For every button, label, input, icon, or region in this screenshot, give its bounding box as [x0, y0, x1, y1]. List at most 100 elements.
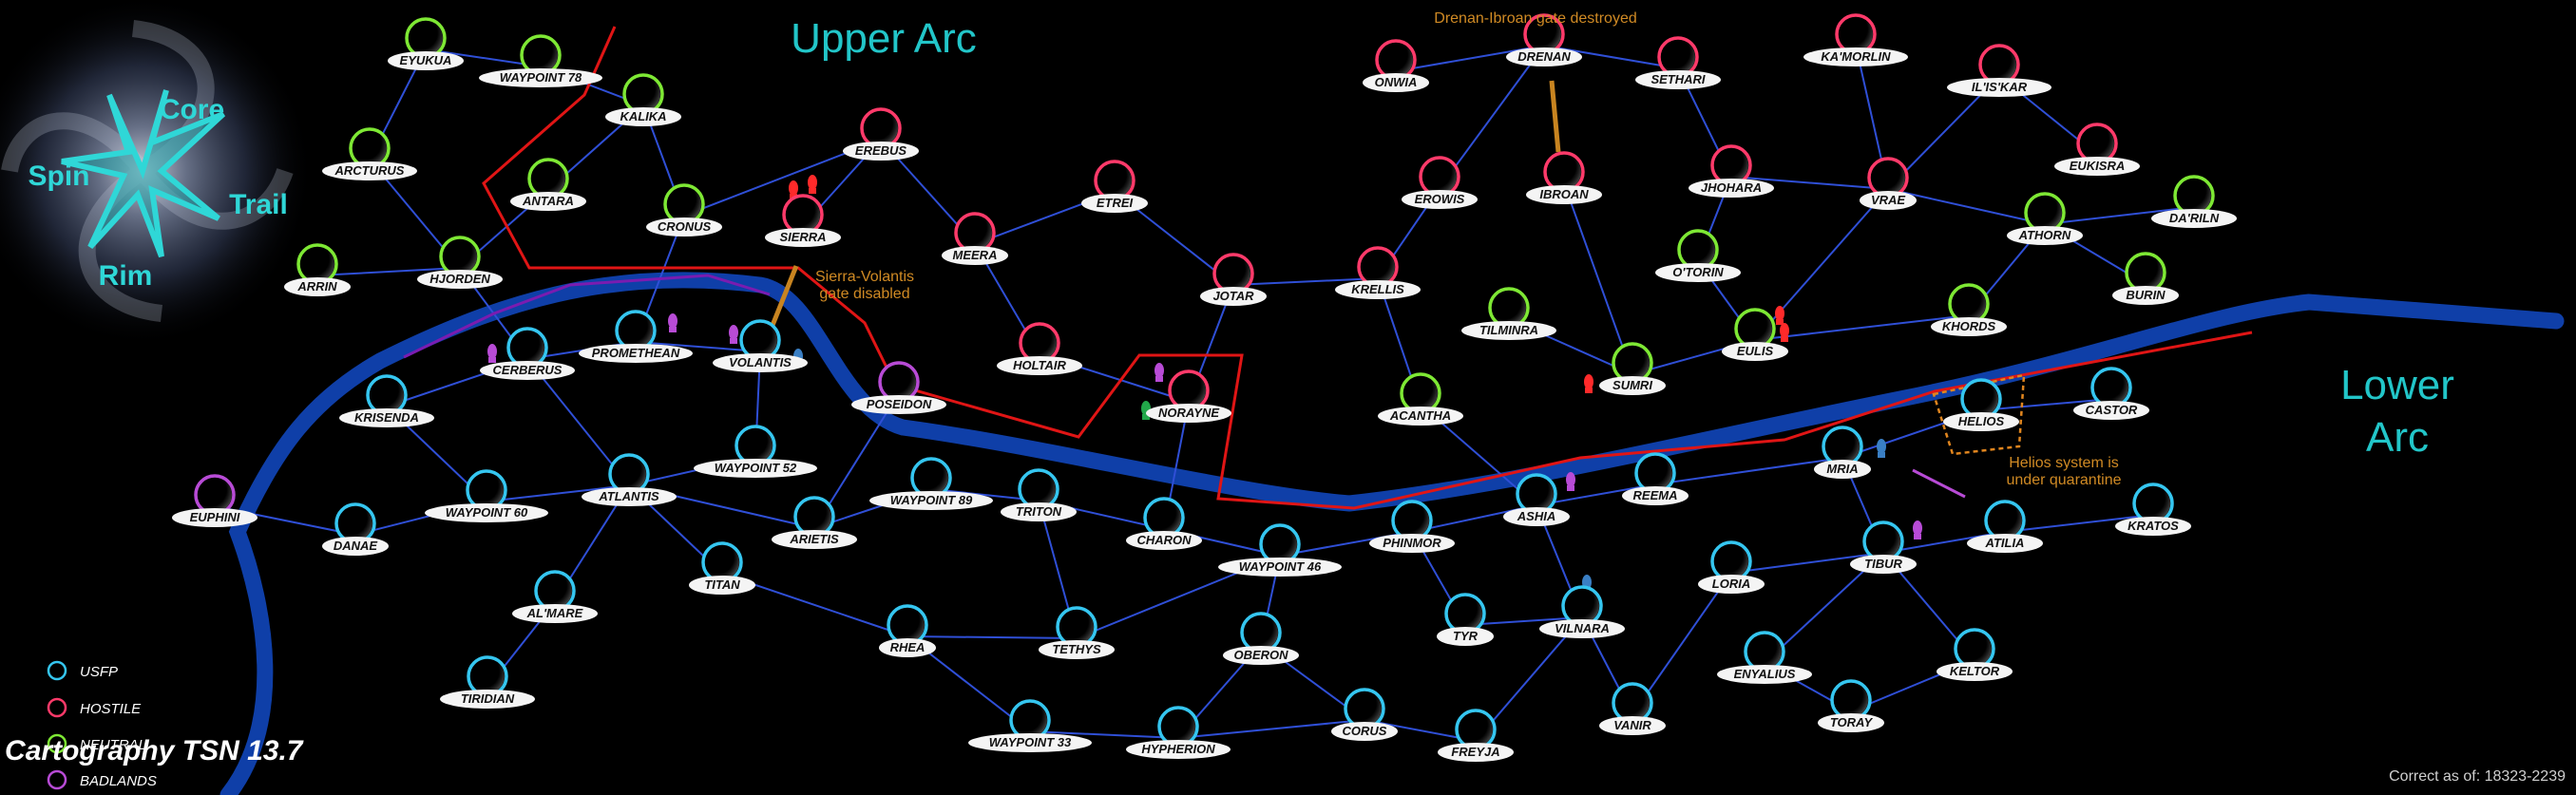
- system-waypoint-89[interactable]: WAYPOINT 89: [869, 457, 993, 510]
- system-corus[interactable]: CORUS: [1331, 688, 1398, 741]
- system-da-riln[interactable]: DA'RILN: [2151, 175, 2237, 228]
- hyperlane: [1654, 457, 1843, 485]
- system-il-is-kar[interactable]: IL'IS'KAR: [1947, 44, 2051, 97]
- system-arrin[interactable]: ARRIN: [284, 243, 351, 296]
- system-castor[interactable]: CASTOR: [2073, 367, 2149, 420]
- system-arcturus[interactable]: ARCTURUS: [322, 127, 417, 180]
- system-name: ATLANTIS: [598, 489, 659, 503]
- system-etrei[interactable]: ETREI: [1081, 160, 1148, 213]
- system-arietis[interactable]: ARIETIS: [772, 496, 857, 549]
- system-waypoint-46[interactable]: WAYPOINT 46: [1218, 523, 1342, 577]
- system-antara[interactable]: ANTARA: [510, 158, 586, 211]
- system-triton[interactable]: TRITON: [1001, 468, 1077, 521]
- system-meera[interactable]: MEERA: [942, 212, 1008, 265]
- system-name: WAYPOINT 78: [500, 70, 582, 85]
- system-name: TRITON: [1016, 504, 1062, 519]
- system-tibur[interactable]: TIBUR: [1850, 521, 1917, 574]
- system-eulis[interactable]: EULIS: [1722, 308, 1788, 361]
- system-name: CHARON: [1136, 533, 1192, 547]
- system-name: TORAY: [1830, 715, 1874, 729]
- system-hjorden[interactable]: HJORDEN: [417, 236, 503, 289]
- system-athorn[interactable]: ATHORN: [2007, 192, 2083, 245]
- system-hypherion[interactable]: HYPHERION: [1126, 706, 1231, 759]
- system-tyr[interactable]: TYR: [1437, 593, 1494, 646]
- system-label-plate: [284, 277, 351, 296]
- system-danae[interactable]: DANAE: [322, 502, 389, 556]
- system-kalika[interactable]: KALIKA: [605, 73, 681, 126]
- system-kratos[interactable]: KRATOS: [2115, 483, 2191, 536]
- system-krisenda[interactable]: KRISENDA: [339, 374, 434, 427]
- map-title: Stellar Cartography TSN 13.7: [0, 735, 304, 767]
- hyperlane: [1536, 483, 1656, 506]
- sierra-gate-note-line1: Sierra-Volantis: [815, 269, 914, 285]
- system-burin[interactable]: BURIN: [2112, 252, 2179, 305]
- system-al-mare[interactable]: AL'MARE: [512, 570, 598, 623]
- system-erowis[interactable]: EROWIS: [1402, 156, 1478, 209]
- system-poseidon[interactable]: POSEIDON: [851, 361, 946, 414]
- system-jhohara[interactable]: JHOHARA: [1689, 144, 1774, 198]
- system-cerberus[interactable]: CERBERUS: [480, 327, 575, 380]
- system-sumri[interactable]: SUMRI: [1599, 342, 1666, 395]
- system-cronus[interactable]: CRONUS: [646, 183, 722, 237]
- system-enyalius[interactable]: ENYALIUS: [1717, 631, 1812, 684]
- system-toray[interactable]: TORAY: [1818, 679, 1884, 732]
- system-label-plate: [1126, 531, 1202, 550]
- system-label-plate: [2073, 401, 2149, 420]
- system-ka-morlin[interactable]: KA'MORLIN: [1803, 13, 1908, 66]
- system-krellis[interactable]: KRELLIS: [1335, 246, 1421, 299]
- badlands-ship-icon: [1913, 521, 1922, 539]
- system-name: ATHORN: [2018, 228, 2071, 242]
- system-mria[interactable]: MRIA: [1814, 426, 1871, 479]
- system-titan[interactable]: TITAN: [689, 541, 755, 595]
- system-freyja[interactable]: FREYJA: [1438, 709, 1514, 762]
- system-keltor[interactable]: KELTOR: [1937, 628, 2013, 681]
- system-volantis[interactable]: VOLANTIS: [713, 319, 808, 372]
- system-ibroan[interactable]: IBROAN: [1526, 151, 1602, 204]
- system-erebus[interactable]: EREBUS: [843, 107, 919, 161]
- system-charon[interactable]: CHARON: [1126, 497, 1202, 550]
- system-waypoint-78[interactable]: WAYPOINT 78: [479, 34, 602, 87]
- system-name: VRAE: [1871, 193, 1905, 207]
- system-vanir[interactable]: VANIR: [1599, 682, 1666, 735]
- system-atlantis[interactable]: ATLANTIS: [582, 453, 677, 506]
- system-jotar[interactable]: JOTAR: [1200, 253, 1267, 306]
- system-promethean[interactable]: PROMETHEAN: [579, 310, 693, 363]
- system-sethari[interactable]: SETHARI: [1635, 36, 1721, 89]
- system-name: HYPHERION: [1141, 742, 1215, 756]
- system-waypoint-33[interactable]: WAYPOINT 33: [968, 699, 1092, 752]
- system-sierra[interactable]: SIERRA: [765, 194, 841, 247]
- system-o-torin[interactable]: O'TORIN: [1655, 229, 1741, 282]
- system-eukisra[interactable]: EUKISRA: [2054, 123, 2140, 176]
- system-rhea[interactable]: RHEA: [879, 604, 936, 657]
- system-oberon[interactable]: OBERON: [1223, 612, 1299, 665]
- system-helios[interactable]: HELIOS: [1943, 378, 2019, 431]
- system-tilminra[interactable]: TILMINRA: [1461, 287, 1556, 340]
- system-tiridian[interactable]: TIRIDIAN: [440, 655, 535, 709]
- system-drenan[interactable]: DRENAN: [1506, 13, 1582, 66]
- system-name: BURIN: [2126, 288, 2166, 302]
- system-label-plate: [417, 270, 503, 289]
- system-name: KELTOR: [1950, 664, 2000, 678]
- system-atilia[interactable]: ATILIA: [1967, 500, 2043, 553]
- system-phinmor[interactable]: PHINMOR: [1369, 500, 1455, 553]
- hyperlane: [635, 341, 761, 352]
- system-label-plate: [869, 491, 993, 510]
- system-waypoint-52[interactable]: WAYPOINT 52: [694, 425, 817, 478]
- system-onwia[interactable]: ONWIA: [1363, 39, 1429, 92]
- system-ashia[interactable]: ASHIA: [1503, 473, 1570, 526]
- system-tethys[interactable]: TETHYS: [1039, 606, 1115, 659]
- system-loria[interactable]: LORIA: [1698, 540, 1765, 594]
- legend-item-hostile: HOSTILE: [47, 697, 142, 718]
- system-vilnara[interactable]: VILNARA: [1539, 585, 1625, 638]
- system-khords[interactable]: KHORDS: [1931, 283, 2007, 336]
- system-name: EYUKUA: [400, 53, 452, 67]
- system-eyukua[interactable]: EYUKUA: [388, 17, 464, 70]
- system-vrae[interactable]: VRAE: [1860, 157, 1917, 210]
- system-holtair[interactable]: HOLTAIR: [997, 322, 1082, 375]
- system-waypoint-60[interactable]: WAYPOINT 60: [425, 469, 548, 522]
- system-acantha[interactable]: ACANTHA: [1378, 372, 1463, 426]
- system-reema[interactable]: REEMA: [1622, 452, 1689, 505]
- system-norayne[interactable]: NORAYNE: [1146, 369, 1231, 423]
- system-euphini[interactable]: EUPHINI: [172, 474, 258, 527]
- system-name: KHORDS: [1942, 319, 1996, 333]
